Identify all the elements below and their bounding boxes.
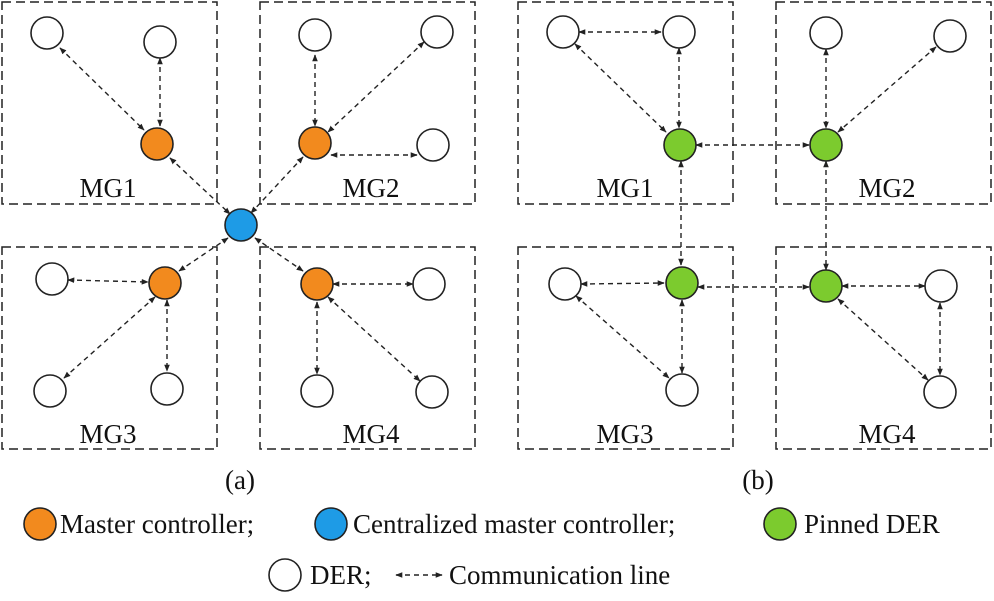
mg3-box-a xyxy=(1,246,218,450)
comm-line xyxy=(837,46,937,133)
der-node xyxy=(415,375,449,409)
mg1-box-a xyxy=(1,1,218,205)
comm-line xyxy=(327,296,421,382)
der-node xyxy=(35,262,69,296)
der-node xyxy=(923,375,957,409)
comm-line xyxy=(67,277,149,285)
mg2-label-b: MG2 xyxy=(858,173,915,203)
master-controller-node xyxy=(300,267,334,301)
centralized-master-controller-node xyxy=(224,208,258,242)
comm-line xyxy=(63,296,156,379)
legend-der-label: DER; xyxy=(310,560,372,590)
legend-pinned-label: Pinned DER xyxy=(804,509,940,539)
comm-line xyxy=(254,237,304,272)
legend-master-label: Master controller; xyxy=(60,509,254,539)
panel-a: MG1 MG2 MG3 MG4 (a) xyxy=(1,1,476,495)
mg3-box-b xyxy=(517,246,734,450)
master-controller-node xyxy=(148,266,182,300)
comm-line xyxy=(575,295,670,379)
mg1-label-b: MG1 xyxy=(596,173,653,203)
der-node xyxy=(33,374,67,408)
master-controller-node xyxy=(298,126,332,160)
der-node xyxy=(412,267,446,301)
comm-line xyxy=(59,47,145,131)
der-node xyxy=(924,269,958,303)
mg3-label-a: MG3 xyxy=(79,419,136,449)
comm-line xyxy=(837,298,929,381)
der-node xyxy=(665,373,699,407)
der-node xyxy=(150,372,184,406)
legend-centralized-icon xyxy=(314,507,348,541)
der-node xyxy=(662,15,696,49)
legend-centralized-label: Centralized master controller; xyxy=(353,509,675,539)
pinned-der-node xyxy=(665,266,699,300)
der-node xyxy=(143,25,177,59)
comm-line xyxy=(250,156,304,214)
der-node xyxy=(30,16,64,50)
master-controller-node xyxy=(140,127,174,161)
caption-a: (a) xyxy=(225,465,255,495)
comm-line xyxy=(169,157,231,215)
mg1-label-a: MG1 xyxy=(79,173,136,203)
panel-b: MG1 MG2 MG3 MG4 (b) xyxy=(517,1,992,495)
pinned-der-node xyxy=(809,269,843,303)
der-node xyxy=(298,18,332,52)
mg4-box-b xyxy=(775,246,992,450)
der-node xyxy=(809,16,843,50)
pinned-der-node xyxy=(809,128,843,162)
mg2-box-b xyxy=(775,1,992,205)
comm-line xyxy=(178,237,229,272)
mg4-label-b: MG4 xyxy=(858,419,916,449)
legend-comm-label: Communication line xyxy=(449,560,670,590)
mg4-label-a: MG4 xyxy=(342,419,400,449)
legend-der-icon xyxy=(268,558,302,592)
comm-line xyxy=(327,41,425,133)
mg2-label-a: MG2 xyxy=(342,173,399,203)
legend-master-icon xyxy=(23,507,57,541)
comm-line xyxy=(574,43,667,133)
comm-line xyxy=(580,280,665,287)
legend: Master controller; Centralized master co… xyxy=(23,507,940,592)
der-node xyxy=(300,374,334,408)
der-node xyxy=(546,15,580,49)
legend-pinned-icon xyxy=(763,507,797,541)
der-node xyxy=(548,267,582,301)
mg2-box-a xyxy=(259,1,476,205)
der-node xyxy=(420,15,454,49)
caption-b: (b) xyxy=(742,465,773,495)
mg1-box-b xyxy=(517,1,734,205)
mg4-box-a xyxy=(259,246,476,450)
mg3-label-b: MG3 xyxy=(596,419,653,449)
pinned-der-node xyxy=(663,128,697,162)
der-node xyxy=(933,19,967,53)
der-node xyxy=(416,128,450,162)
